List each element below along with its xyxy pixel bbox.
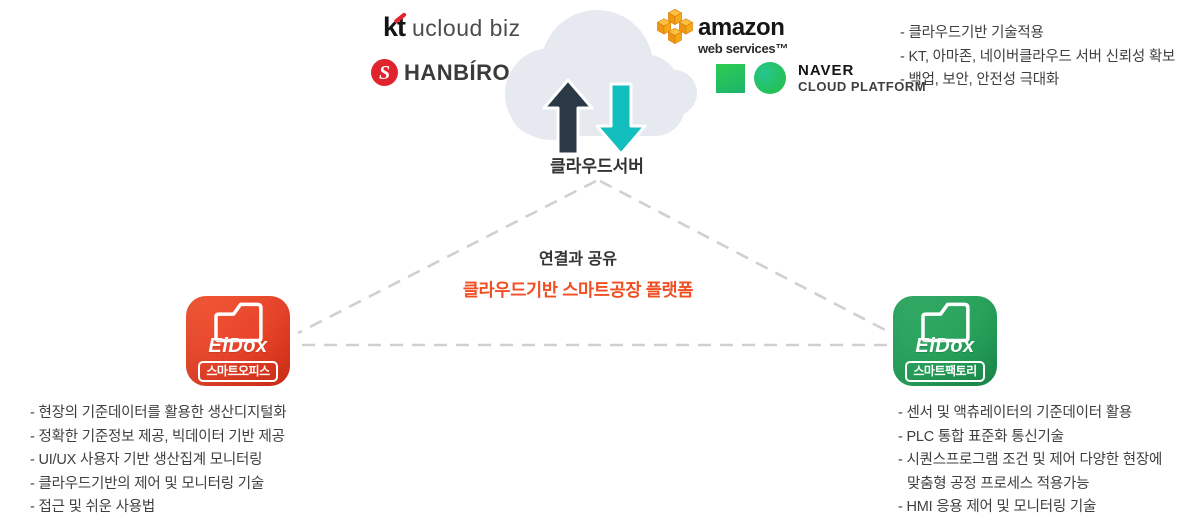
connector-cloud-to-factory (599, 179, 892, 335)
aws-cubes-icon (656, 8, 694, 45)
hanbiro-logo: S HANBÍRO (371, 59, 510, 86)
naver-cloud-platform-logo: NAVER CLOUD PLATFORM (716, 62, 926, 94)
smart-office-label: 스마트오피스 (198, 361, 278, 382)
list-item: - HMI 응용 제어 및 모니터링 기술 (898, 499, 1097, 515)
list-item-continuation: 맞춤형 공정 프로세스 적용가능 (907, 475, 1090, 492)
amazon-logo-text: amazon (698, 14, 785, 41)
naver-logo-text: NAVER (798, 62, 855, 79)
factory-feature-list: - 센서 및 액츄레이터의 기준데이터 활용 - PLC 통합 표준화 통신기술… (898, 402, 1162, 520)
eidox-smart-office-app-icon: EiDox 스마트오피스 (186, 296, 290, 386)
smart-factory-label: 스마트팩토리 (905, 361, 985, 382)
upload-arrow-icon (542, 78, 594, 156)
cloud-server-graphic (503, 8, 697, 156)
kt-logo-mark: kt (383, 12, 407, 42)
eidox-smart-factory-app-icon: EiDox 스마트팩토리 (893, 296, 997, 386)
amazon-logo-tagline: web services™ (698, 41, 789, 56)
naver-square-icon (716, 63, 745, 93)
list-item: - 클라우드기반의 제어 및 모니터링 기술 (30, 475, 265, 492)
hanbiro-logo-text: HANBÍRO (404, 59, 511, 85)
list-item: - 현장의 기준데이터를 활용한 생산디지털화 (30, 405, 287, 421)
kt-ucloud-biz-logo: kt ucloud biz (383, 12, 521, 43)
list-item: - PLC 통합 표준화 통신기술 (898, 428, 1064, 445)
cloud-feature-list: - 클라우드기반 기술적용 - KT, 아마존, 네이버클라우드 서버 신뢰성 … (900, 22, 1175, 93)
eidox-brand-text: EiDox (915, 335, 975, 357)
list-item: - 센서 및 액츄레이터의 기준데이터 활용 (898, 405, 1133, 421)
connection-title: 연결과 공유 (538, 251, 618, 268)
list-item: - 접근 및 쉬운 사용법 (30, 499, 156, 515)
list-item: - 정확한 기준정보 제공, 빅데이터 기반 제공 (30, 428, 285, 445)
folder-icon (214, 302, 263, 343)
naver-circle-icon (754, 62, 786, 95)
cloud-server-label: 클라우드서버 (550, 157, 644, 176)
center-caption: 연결과 공유 클라우드기반 스마트공장 플랫폼 (418, 245, 738, 302)
folder-icon (921, 302, 970, 343)
list-item: - 시퀀스프로그램 조건 및 제어 다양한 현장에 (898, 452, 1163, 468)
download-arrow-icon (595, 82, 647, 156)
naver-logo-tagline: CLOUD PLATFORM (798, 79, 927, 95)
list-item: - UI/UX 사용자 기반 생산집계 모니터링 (30, 452, 263, 468)
aws-logo: amazon web services™ (656, 8, 788, 56)
hanbiro-icon: S (371, 59, 398, 86)
list-item: - KT, 아마존, 네이버클라우드 서버 신뢰성 확보 (900, 48, 1176, 65)
sync-arrows (542, 78, 647, 156)
office-feature-list: - 현장의 기준데이터를 활용한 생산디지털화 - 정확한 기준정보 제공, 빅… (30, 402, 287, 520)
kt-logo-text: ucloud biz (412, 15, 521, 41)
list-item: - 백업, 보안, 안전성 극대화 (900, 72, 1059, 88)
eidox-brand-text: EiDox (208, 335, 268, 357)
list-item: - 클라우드기반 기술적용 (900, 25, 1044, 41)
connector-cloud-to-office (297, 179, 597, 335)
platform-subtitle: 클라우드기반 스마트공장 플랫폼 (462, 280, 694, 300)
